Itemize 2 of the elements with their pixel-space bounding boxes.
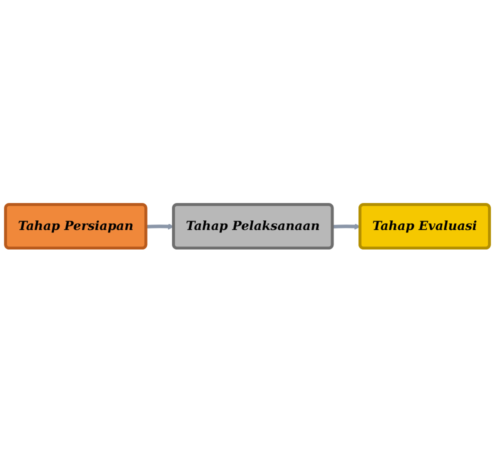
arrow [146, 223, 174, 230]
arrow [332, 223, 361, 230]
